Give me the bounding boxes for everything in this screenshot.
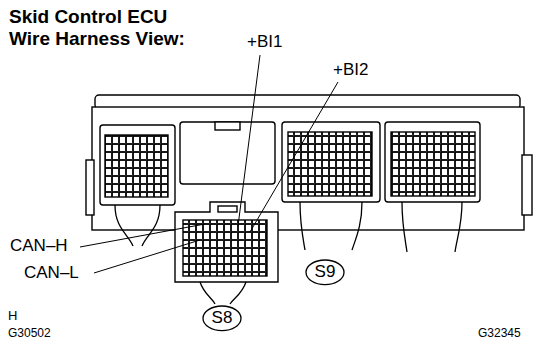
connector-code: S9 (315, 263, 336, 282)
connector-body (180, 122, 275, 184)
figure-code: G32345 (478, 327, 521, 340)
connector-latch (218, 206, 237, 212)
housing-flange (522, 155, 532, 215)
pin-grid (391, 132, 475, 196)
ellipse-shape (203, 306, 241, 331)
pin-grid (105, 135, 168, 197)
ellipse-shape (306, 260, 344, 285)
wire-harness (115, 202, 462, 304)
housing-flange (86, 160, 94, 215)
connector-body (385, 122, 480, 202)
connector-body (100, 125, 175, 205)
figure-code: H (8, 309, 17, 323)
diagram-title: Skid Control ECU Wire Harness View: (9, 6, 199, 50)
pin-name: CAN–H (10, 237, 68, 256)
pin-name: +BI1 (247, 33, 282, 52)
leader-lines (80, 55, 338, 273)
figure-code: G30502 (8, 327, 51, 340)
connector-notch (215, 122, 240, 130)
connector-code-ellipse: S9 (305, 259, 345, 286)
pin-name: CAN–L (24, 264, 79, 283)
connector-body (282, 122, 380, 202)
connector-code-ellipse: S8 (202, 305, 242, 332)
s8-connector-body (175, 202, 278, 282)
pin-name: +BI2 (333, 61, 368, 80)
ecu-housing (92, 107, 524, 230)
pin-grid (183, 220, 267, 276)
connector-code: S8 (212, 309, 233, 328)
pin-grid (288, 132, 372, 196)
